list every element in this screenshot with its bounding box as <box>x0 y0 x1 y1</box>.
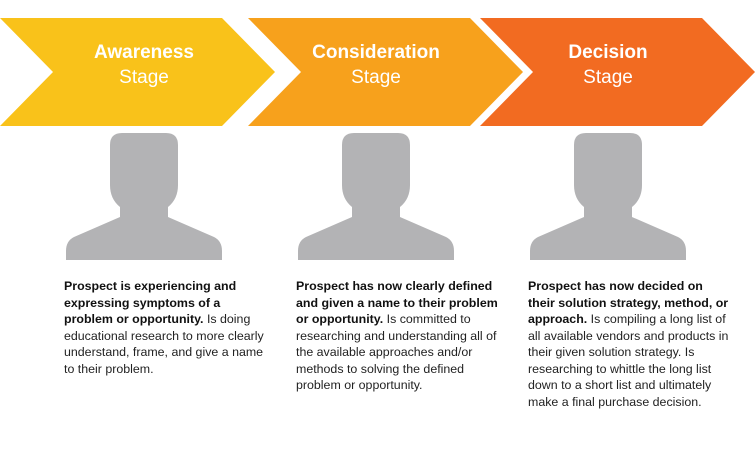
description-text: Is doing educational research to more cl… <box>64 312 264 376</box>
stage-subtitle: Stage <box>583 66 633 88</box>
person-silhouette-icon <box>66 133 222 260</box>
stage-subtitle: Stage <box>351 66 401 88</box>
stage-title: Awareness <box>94 42 194 63</box>
stage-title: Decision <box>568 42 648 63</box>
consideration-stage-label: Consideration Stage <box>276 42 476 90</box>
awareness-chevron <box>0 18 275 126</box>
awareness-stage-label: Awareness Stage <box>44 42 244 90</box>
description-bold-text: Prospect is experiencing and expressing … <box>64 279 237 326</box>
stage-title: Consideration <box>312 42 440 63</box>
awareness-description: Prospect is experiencing and expressing … <box>64 278 269 377</box>
description-text: Is compiling a long list of all availabl… <box>528 312 729 409</box>
decision-chevron <box>480 18 755 126</box>
description-bold-text: Prospect has now clearly defined and giv… <box>296 279 498 326</box>
person-silhouette-icon <box>298 133 454 260</box>
description-bold-text: Prospect has now decided on their soluti… <box>528 279 729 326</box>
decision-stage-label: Decision Stage <box>508 42 708 90</box>
description-text: Is committed to researching and understa… <box>296 312 497 392</box>
decision-description: Prospect has now decided on their soluti… <box>528 278 733 410</box>
stage-chevron-banner <box>0 18 755 126</box>
person-silhouette-icon <box>530 133 686 260</box>
stage-subtitle: Stage <box>119 66 169 88</box>
consideration-description: Prospect has now clearly defined and giv… <box>296 278 501 394</box>
consideration-chevron <box>248 18 523 126</box>
